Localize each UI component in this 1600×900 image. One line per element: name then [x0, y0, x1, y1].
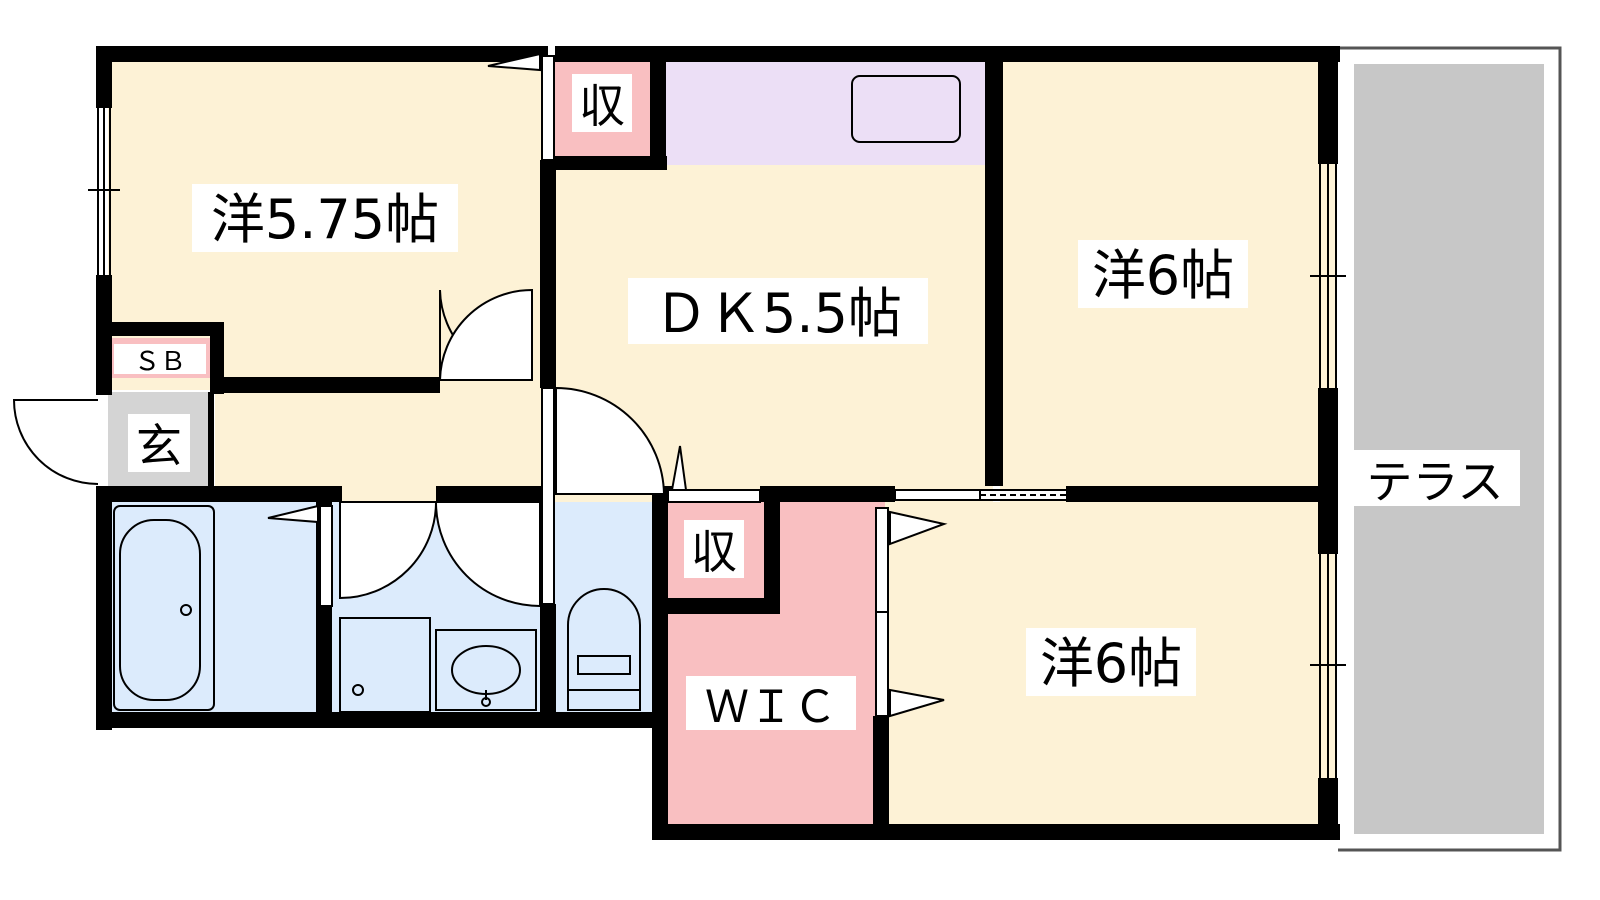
wall — [652, 824, 1340, 840]
door-bath-folding — [267, 504, 319, 524]
wall — [650, 46, 666, 168]
doors — [12, 52, 1068, 718]
wash-basin — [435, 629, 537, 711]
door-washroom-right — [434, 501, 541, 608]
window-left — [88, 108, 120, 275]
wall — [210, 377, 440, 393]
room-label-western-se: 洋6帖 — [1040, 632, 1182, 695]
label-bg — [1078, 240, 1248, 308]
door-nw-room — [439, 288, 533, 381]
wall — [760, 486, 895, 502]
wall — [540, 160, 556, 388]
door-dk — [555, 386, 666, 495]
label-bg — [684, 520, 744, 578]
entrance-door — [12, 399, 99, 485]
wall — [96, 486, 112, 730]
room-label-western-nw: 洋5.75帖 — [211, 188, 439, 251]
wall — [540, 604, 556, 728]
hall-fill — [215, 390, 548, 502]
wall — [98, 46, 548, 62]
door-wic-bottom — [875, 611, 945, 718]
wall — [1318, 388, 1338, 554]
label-bg — [686, 676, 856, 730]
sliding-door-se — [894, 489, 1068, 501]
terrace-fill — [1354, 64, 1544, 834]
wall — [96, 322, 224, 336]
room-label-wic: ＷＩＣ — [705, 682, 837, 733]
room-label-storage-top: 収 — [579, 79, 625, 133]
windows — [88, 108, 1346, 778]
washing-machine-pan — [339, 617, 431, 713]
room-label-entrance: 玄 — [136, 419, 182, 473]
door-washroom-left — [339, 501, 438, 600]
fixtures — [113, 75, 961, 713]
door-bath-frame — [319, 505, 333, 607]
wall — [1066, 486, 1338, 502]
label-bg — [1026, 628, 1196, 696]
room-label-terrace: テラス — [1366, 455, 1503, 509]
toilet-fixture — [567, 588, 641, 711]
bathtub — [113, 505, 215, 711]
door-nw-top — [487, 52, 555, 161]
room-label-shoe-box: ＳＢ — [134, 347, 186, 377]
label-bg — [114, 344, 206, 374]
label-bg — [128, 414, 190, 472]
wall — [555, 156, 667, 170]
label-bg — [192, 184, 458, 252]
wall — [652, 598, 780, 614]
wall — [208, 392, 214, 490]
room-label-dk: ＤＫ5.5帖 — [654, 282, 902, 345]
wall — [96, 712, 666, 728]
label-bg — [1350, 450, 1520, 506]
wall — [1318, 46, 1338, 164]
label-bg — [572, 74, 632, 132]
room-labels: 洋5.75帖 ＤＫ5.5帖 洋6帖 洋6帖 テラス ＷＩＣ 収 収 ＳＢ 玄 — [114, 74, 1520, 733]
room-label-western-ne: 洋6帖 — [1092, 244, 1234, 307]
wall — [985, 46, 1003, 486]
wall — [96, 46, 112, 108]
wall — [555, 46, 1340, 62]
wall — [764, 490, 780, 614]
wall — [1318, 778, 1338, 840]
wall — [210, 322, 224, 394]
door-toilet-frame — [541, 387, 555, 605]
wall — [652, 490, 668, 840]
label-bg — [628, 278, 928, 344]
window-right-lower — [1310, 554, 1346, 778]
wall — [96, 486, 342, 502]
walls — [96, 46, 1340, 840]
terrace-outline — [1338, 46, 1562, 852]
wall — [436, 486, 548, 502]
door-storage-mid — [667, 445, 761, 503]
window-right-upper — [1310, 164, 1346, 388]
wall — [873, 716, 889, 840]
kitchen-sink — [851, 75, 961, 143]
room-label-storage-mid: 収 — [691, 525, 737, 579]
